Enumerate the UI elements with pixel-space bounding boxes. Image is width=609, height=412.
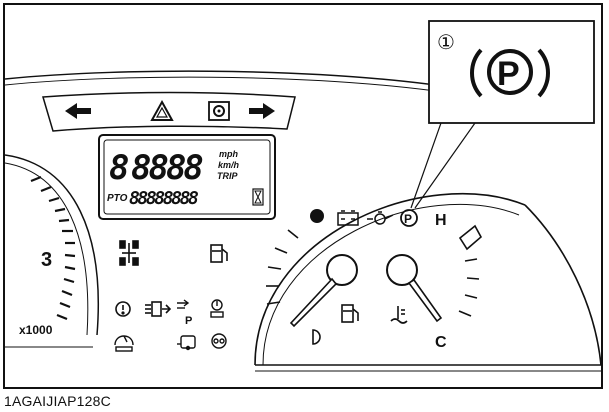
cruise-rpm-icon — [114, 335, 134, 352]
lcd-display — [98, 134, 276, 220]
tachometer-mark-label: 3 — [41, 249, 52, 271]
tachometer-bezel — [5, 154, 99, 336]
hydraulic-icon — [145, 301, 172, 317]
trailer-icon — [177, 335, 196, 351]
turn-left-arrow-icon — [65, 103, 91, 119]
callout-leader-line-2 — [414, 122, 476, 209]
fuel-needle — [289, 254, 358, 328]
instrument-panel-illustration: 3 x1000 8 8888 mph km/h TRIP PTO 8888888… — [5, 20, 601, 372]
fuel-scale — [266, 229, 299, 305]
svg-text:P: P — [404, 212, 412, 226]
fuel-pump-icon — [341, 304, 359, 323]
lcd-odometer-digits: 88888888 — [129, 188, 198, 209]
hourglass-icon — [252, 188, 264, 206]
pto-parking-icon: P — [177, 299, 192, 327]
svg-text:P: P — [185, 315, 192, 327]
callout-leader-line-1 — [410, 122, 442, 209]
lcd-pto-label: PTO — [107, 193, 128, 204]
parking-brake-small-icon: P — [400, 209, 418, 227]
indicator-bar — [42, 91, 296, 132]
fuel-icon — [210, 244, 228, 263]
lcd-speed-prefix: 8 — [109, 148, 128, 188]
figure-caption: 1AGAIJIAP128C — [4, 393, 111, 409]
engine-oil-pressure-icon — [367, 211, 394, 225]
four-wheel-drive-icon — [119, 240, 139, 266]
coolant-temperature-icon — [390, 306, 408, 324]
illustration-frame: 3 x1000 8 8888 mph km/h TRIP PTO 8888888… — [3, 3, 603, 389]
temperature-low-label: C — [435, 334, 447, 351]
callout-box — [428, 20, 595, 124]
warning-lamp-dot-icon — [310, 209, 324, 223]
temperature-high-label: H — [435, 212, 447, 229]
engine-rpm-icon — [210, 299, 224, 318]
lcd-unit-mph: mph — [219, 149, 239, 159]
glow-plug-center-icon — [211, 333, 227, 349]
parking-brake-icon: P — [470, 48, 550, 98]
gear-warning-icon — [208, 101, 230, 121]
right-gauge-bezel — [254, 192, 526, 366]
lcd-speed-digits: 8888 — [131, 148, 202, 188]
fuel-empty-icon — [312, 329, 321, 345]
turn-right-arrow-icon — [249, 103, 275, 119]
battery-charge-icon — [337, 210, 359, 226]
temperature-scale — [458, 224, 483, 317]
tachometer-multiplier: x1000 — [19, 323, 53, 337]
lcd-unit-kmh: km/h — [218, 160, 240, 170]
temperature-needle — [386, 254, 443, 323]
hazard-warning-icon — [150, 99, 174, 121]
brake-fluid-icon — [115, 301, 131, 317]
lcd-unit-trip: TRIP — [217, 171, 238, 181]
svg-text:P: P — [497, 55, 520, 93]
callout-number: ① — [437, 32, 455, 54]
tachometer-ticks — [30, 175, 76, 321]
